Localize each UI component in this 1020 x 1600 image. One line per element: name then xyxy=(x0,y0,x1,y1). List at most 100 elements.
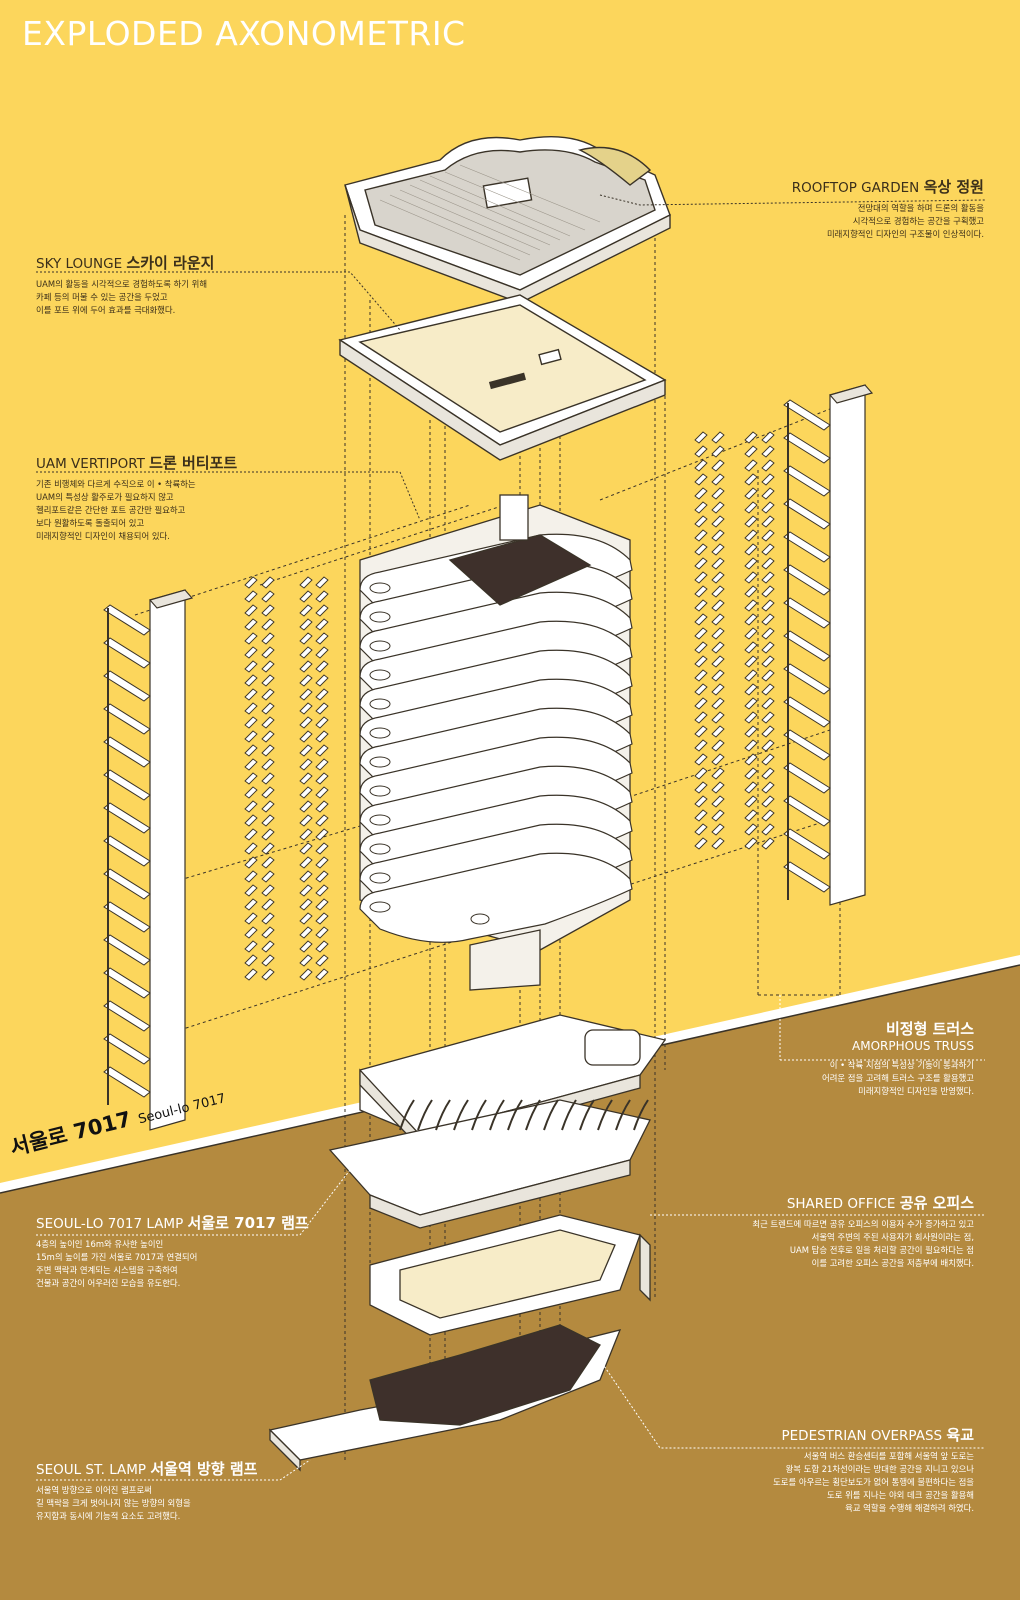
fin xyxy=(261,940,275,953)
fin xyxy=(761,445,775,458)
fin xyxy=(315,870,329,883)
fin xyxy=(761,697,775,710)
fin xyxy=(694,809,708,822)
fin xyxy=(261,744,275,757)
fin xyxy=(694,725,708,738)
fin xyxy=(694,767,708,780)
fin xyxy=(694,613,708,626)
fin xyxy=(299,646,313,659)
fin xyxy=(694,697,708,710)
fin xyxy=(694,487,708,500)
truss-rib xyxy=(783,663,831,695)
fin xyxy=(244,884,258,897)
fin xyxy=(261,800,275,813)
fin xyxy=(299,786,313,799)
fin xyxy=(744,837,758,850)
fin xyxy=(261,856,275,869)
fin xyxy=(299,940,313,953)
fin xyxy=(315,856,329,869)
fin xyxy=(299,842,313,855)
landing-pad xyxy=(369,843,391,855)
fin xyxy=(244,576,258,589)
fin xyxy=(711,585,725,598)
connection-beam xyxy=(633,1099,649,1131)
page-title: EXPLODED AXONOMETRIC xyxy=(22,14,466,53)
fin xyxy=(299,814,313,827)
fin xyxy=(761,669,775,682)
lamp-label: SEOUL-LO 7017 LAMP 서울로 7017 램프 xyxy=(36,1214,309,1232)
sky-lounge-annotation: SKY LOUNGE 스카이 라운지 UAM의 활동을 시각적으로 경험하도록 … xyxy=(36,252,214,317)
connection-beam xyxy=(507,1099,523,1131)
fin xyxy=(744,697,758,710)
fin xyxy=(694,641,708,654)
truss-annotation: 비정형 트러스 AMORPHOUS TRUSS 이 • 착륙 지점의 특성상 기… xyxy=(822,1018,974,1098)
rooftop-garden-slab xyxy=(344,136,671,304)
station-label: SEOUL ST. LAMP 서울역 방향 램프 xyxy=(36,1460,258,1478)
fin xyxy=(315,744,329,757)
landing-pad xyxy=(369,698,391,710)
fin xyxy=(315,814,329,827)
truss-rib xyxy=(783,498,831,530)
truss-rib xyxy=(783,696,831,728)
fin xyxy=(244,744,258,757)
truss-rib xyxy=(103,802,151,834)
fin xyxy=(711,599,725,612)
fin xyxy=(761,655,775,668)
fin xyxy=(299,884,313,897)
landing-pad xyxy=(369,611,391,623)
fin xyxy=(299,870,313,883)
left-truss xyxy=(103,589,194,1131)
fin xyxy=(744,725,758,738)
fin xyxy=(261,898,275,911)
fin xyxy=(694,627,708,640)
fin xyxy=(711,641,725,654)
truss-rib xyxy=(103,901,151,933)
truss-label-ko: 비정형 트러스 xyxy=(885,1020,974,1038)
fin xyxy=(744,641,758,654)
fin xyxy=(315,604,329,617)
fin xyxy=(299,674,313,687)
fin xyxy=(261,758,275,771)
fin xyxy=(299,590,313,603)
fin xyxy=(244,716,258,729)
fin xyxy=(315,828,329,841)
fin xyxy=(744,473,758,486)
fin xyxy=(711,711,725,724)
connection-beam xyxy=(579,1099,595,1131)
fin xyxy=(711,781,725,794)
fin xyxy=(694,781,708,794)
fin xyxy=(761,795,775,808)
fin xyxy=(244,604,258,617)
fin xyxy=(261,674,275,687)
fin xyxy=(261,618,275,631)
fin xyxy=(244,856,258,869)
truss-rib xyxy=(783,729,831,761)
fin xyxy=(244,912,258,925)
fin xyxy=(761,837,775,850)
fin xyxy=(261,772,275,785)
fin xyxy=(261,632,275,645)
fin xyxy=(315,968,329,981)
fin xyxy=(761,809,775,822)
fin xyxy=(711,459,725,472)
fin xyxy=(299,688,313,701)
fin xyxy=(244,870,258,883)
truss-rib xyxy=(783,828,831,860)
fin xyxy=(711,823,725,836)
fin xyxy=(315,716,329,729)
fin xyxy=(744,515,758,528)
fin xyxy=(261,842,275,855)
connection-beam xyxy=(399,1099,415,1131)
truss-rib xyxy=(783,795,831,827)
fin xyxy=(711,431,725,444)
fin xyxy=(744,795,758,808)
fin xyxy=(761,599,775,612)
fin xyxy=(694,431,708,444)
left-fin-columns xyxy=(244,576,329,981)
fin xyxy=(244,954,258,967)
fin xyxy=(244,646,258,659)
fin xyxy=(744,445,758,458)
